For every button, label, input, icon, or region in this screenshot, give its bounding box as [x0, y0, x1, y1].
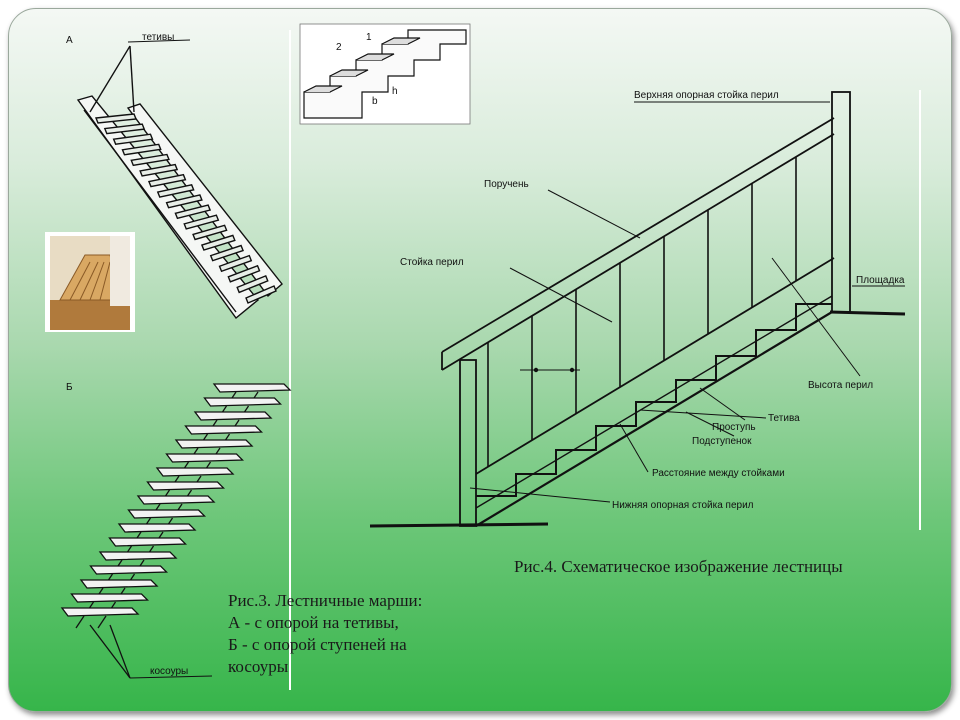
- stair-profile-inset: 2 1 h b: [299, 23, 471, 125]
- stair-b-tread: [136, 495, 216, 505]
- stair-b-tread: [193, 411, 273, 421]
- inset-label-h: h: [392, 86, 398, 97]
- fig3-label-b: Б: [66, 382, 73, 393]
- kosoury-label: косоуры: [150, 666, 188, 677]
- label-handrail: Поручень: [484, 179, 529, 190]
- label-string: Тетива: [768, 413, 800, 424]
- stair-b-tread: [89, 565, 169, 575]
- stair-b-treads: [60, 383, 292, 629]
- fig3-caption: Рис.3. Лестничные марши: А - с опорой на…: [228, 590, 422, 678]
- stair-a-tread: [121, 143, 162, 156]
- stair-a-tread: [245, 285, 277, 304]
- callout-leaders: [469, 101, 905, 503]
- label-tread: Проступь: [712, 422, 756, 433]
- label-baluster: Стойка перил: [400, 257, 464, 268]
- stair-a-tread: [236, 274, 269, 294]
- stair-b-tread: [165, 453, 245, 463]
- stair-a-stringers: [76, 39, 283, 320]
- stair-b-tread: [79, 579, 159, 589]
- stair-a-tread: [139, 163, 179, 177]
- fig3-caption-line1: Рис.3. Лестничные марши:: [228, 591, 423, 610]
- stair-a-tread: [147, 173, 187, 188]
- stair-b-tread: [108, 537, 188, 547]
- slide-background: [8, 8, 952, 712]
- fig4-caption: Рис.4. Схематическое изображение лестниц…: [514, 557, 843, 576]
- stair-a-tread: [218, 254, 253, 273]
- label-spacing: Расстояние между стойками: [652, 468, 785, 479]
- stair-b-tread: [70, 593, 150, 603]
- stair-a-tread: [95, 113, 137, 124]
- label-rail-height: Высота перил: [808, 380, 873, 391]
- stair-a-tread: [174, 204, 212, 220]
- stair-b-kosoury: [60, 383, 292, 679]
- stair-a-tread: [209, 244, 244, 262]
- stair-a-tread: [156, 184, 195, 198]
- stair-b-tread: [146, 481, 226, 491]
- stair-b-tread: [184, 425, 264, 435]
- stair-b-tread: [98, 551, 178, 561]
- stair-a-tread: [183, 214, 220, 230]
- stair-a-tread: [165, 194, 203, 209]
- stair-a-tread: [200, 234, 236, 251]
- stair-a-tread: [112, 133, 154, 145]
- stair-b-tread: [212, 383, 292, 393]
- label-bottom-post: Нижняя опорная стойка перил: [612, 500, 754, 511]
- stair-b-tread: [127, 509, 207, 519]
- stair-photo: [45, 232, 135, 332]
- fig3-caption-line3: Б - с опорой ступеней на: [228, 635, 407, 654]
- stair-a-tread: [103, 123, 146, 135]
- label-top-post: Верхняя опорная стойка перил: [634, 90, 779, 101]
- stair-b-support: [97, 615, 107, 629]
- fig3-caption-line2: А - с опорой на тетивы,: [228, 613, 399, 632]
- stair-a-tread: [227, 264, 261, 283]
- stair-b-tread: [155, 467, 235, 477]
- fig3-label-a: А: [66, 35, 73, 46]
- stringers-label: тетивы: [142, 32, 174, 43]
- stair-b-tread: [60, 607, 140, 617]
- inset-label-1: 1: [366, 32, 372, 43]
- label-landing: Площадка: [856, 275, 905, 286]
- stair-a-tread: [192, 224, 228, 241]
- inset-label-b: b: [372, 96, 378, 107]
- stair-a-tread: [130, 153, 170, 167]
- stair-b-support: [75, 615, 85, 629]
- stair-b-tread: [117, 523, 197, 533]
- railing-schematic: [369, 90, 921, 530]
- inset-label-2: 2: [336, 42, 342, 53]
- balusters: [487, 156, 797, 467]
- stair-a-treads: [95, 113, 277, 304]
- label-riser: Подступенок: [692, 436, 752, 447]
- fig3-caption-line4: косоуры: [228, 657, 289, 676]
- stair-b-tread: [174, 439, 254, 449]
- stair-b-tread: [203, 397, 283, 407]
